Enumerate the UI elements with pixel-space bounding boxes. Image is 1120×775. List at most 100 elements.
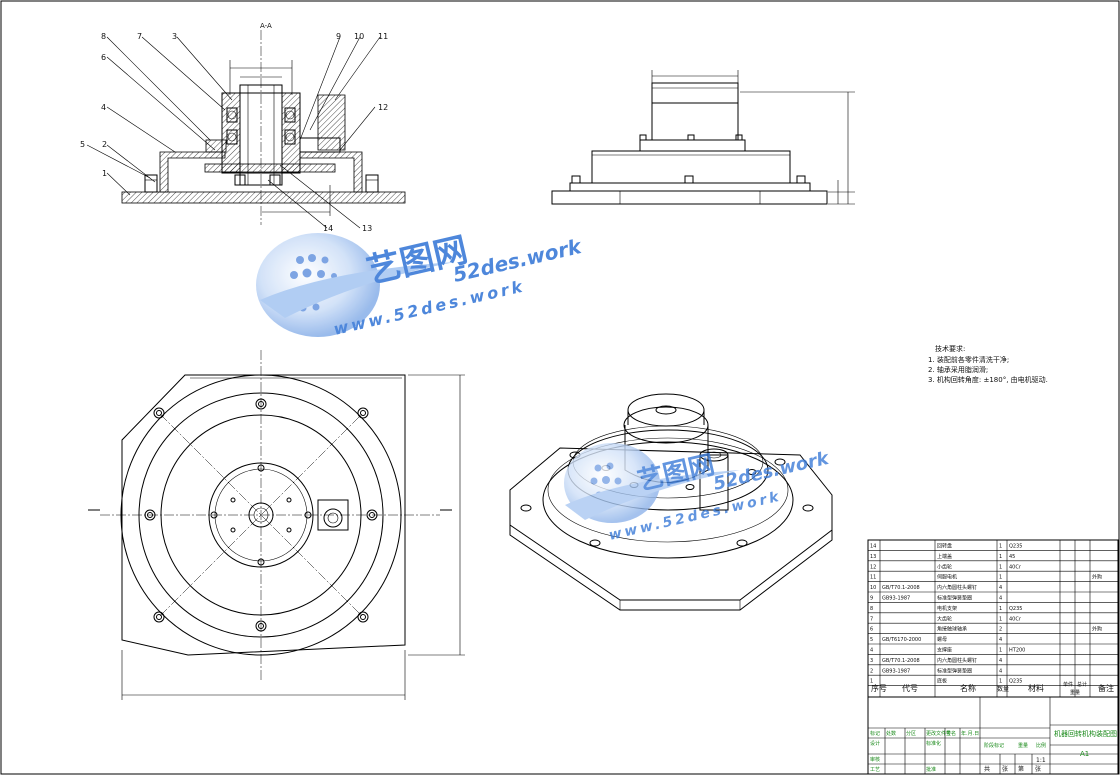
tb-weight: 重量 [1018,742,1028,749]
bom-cell-code: GB/T6170-2000 [882,637,921,643]
bom-cell-no: 5 [870,637,873,643]
bom-cell-material: Q235 [1009,544,1022,550]
bom-cell-name: 内六角圆柱头螺钉 [937,657,977,664]
bom-cell-material: 40Cr [1009,616,1022,622]
bom-cell-no: 14 [870,544,876,550]
tb-no-label: 第 [1018,765,1024,773]
tb-review: 审核 [870,756,880,763]
bom-cell-no: 12 [870,564,876,570]
balloon-4: 4 [101,103,106,112]
bom-cell-name: 上端盖 [937,553,952,560]
bom-cell-note: 外购 [1092,626,1102,633]
tb-stage: 阶段标记 [984,742,1004,749]
tb-sheet-label-2: 张 [1035,765,1041,773]
bom-cell-qty: 1 [999,648,1002,654]
technical-requirements: 技术要求: 1. 装配前各零件清洗干净; 2. 轴承采用脂润滑; 3. 机构回转… [928,344,1048,384]
bom-cell-name: 伺服电机 [937,574,957,581]
bom-header-qty: 数量 [997,685,1009,693]
bom-cell-name: 电机支架 [937,605,957,612]
sheet-size: A1 [1080,750,1089,758]
bom-cell-no: 10 [870,585,876,591]
tb-standardize: 标准化 [926,740,941,747]
bom-cell-qty: 1 [999,564,1002,570]
bom-header-name: 名称 [960,683,976,693]
bom-header-total: 总计 [1077,681,1087,688]
tb-total-label: 共 [984,765,990,773]
bom-cell-qty: 1 [999,554,1002,560]
tb-process: 工艺 [870,767,880,773]
title-block: 标记 处数 分区 更改文件号 签名 年.月.日 设计 标准化 审核 阶段标记 重… [867,696,1119,775]
bom-cell-qty: 4 [999,585,1002,591]
bom-row: 9 GB93-1987 标准型弹簧垫圈 4 [870,595,1002,602]
tech-req-item-1: 1. 装配前各零件清洗干净; [928,355,1009,364]
bom-cell-material: 45 [1009,554,1015,560]
bom-header-code: 代号 [902,683,918,693]
motor-bracket-section [317,94,346,151]
bom-header-note: 备注 [1098,683,1114,693]
balloon-6: 6 [101,53,106,62]
tb-date: 年.月.日 [961,730,979,737]
tb-sheet-label: 张 [1002,765,1008,773]
watermark-url-2: 52des.work [711,448,831,495]
front-view [551,70,855,205]
motor-iso [699,454,729,511]
tb-approve: 批准 [926,766,936,773]
bom-cell-qty: 4 [999,668,1002,674]
bom-cell-no: 1 [870,679,873,685]
bom-row: 5 GB/T6170-2000 螺母 4 [870,636,1002,643]
tech-req-heading: 技术要求: [935,344,965,353]
bom-cell-name: 角接触球轴承 [937,626,967,633]
balloon-7: 7 [137,32,142,41]
isometric-view [509,393,833,611]
bom-cell-no: 13 [870,554,876,560]
drawing-title: 机器回转机构装配图 [1054,729,1117,738]
tb-scale-label: 比例 [1036,742,1046,749]
tb-scale-value: 1:1 [1036,757,1046,764]
bom-cell-no: 6 [870,627,873,633]
bom-row: 4 支撑座 1 HT200 [870,647,1025,654]
bom-cell-code: GB93-1987 [882,596,910,602]
bom-cell-code: GB/T70.1-2008 [882,585,920,591]
bom-cell-code: GB93-1987 [882,668,910,674]
bom-cell-material: 40Cr [1009,564,1022,570]
bom-cell-name: 标准型弹簧垫圈 [937,595,972,602]
bom-cell-no: 4 [870,648,873,654]
rotary-disc-section [204,163,336,173]
tech-req-item-3: 3. 机构回转角度: ±180°, 由电机驱动. [928,375,1048,384]
bom-header-weight: 重量 [1070,689,1080,696]
balloon-3: 3 [172,32,177,41]
bom-cell-name: 标准型弹簧垫圈 [937,667,972,674]
balloon-14: 14 [323,224,333,233]
watermark-upper: 艺图网 52des.work www.52des.work [256,230,585,339]
tb-change-doc: 更改文件号 [926,730,951,737]
bom-cell-qty: 1 [999,679,1002,685]
bom-cell-material: Q235 [1009,679,1022,685]
balloon-5: 5 [80,140,85,149]
bom-cell-qty: 4 [999,596,1002,602]
balloon-9: 9 [336,32,341,41]
bom-cell-qty: 4 [999,637,1002,643]
bom-header: 序号 代号 名称 数量 材料 单件 总计 重量 备注 [871,681,1114,696]
bom-cell-name: 螺母 [937,636,947,643]
bom-cell-name: 内六角圆柱头螺钉 [937,584,977,591]
bom-cell-qty: 1 [999,544,1002,550]
bom-cell-name: 小齿轮 [937,563,952,570]
bom-cell-material: HT200 [1009,648,1025,654]
watermark-lower: 艺图网 52des.work www.52des.work [564,443,832,544]
balloon-2: 2 [102,140,107,149]
bom-cell-no: 9 [870,596,873,602]
balloon-10: 10 [354,32,364,41]
base-plate-section [121,191,406,204]
balloon-11: 11 [378,32,388,41]
bom-cell-no: 3 [870,658,873,664]
bom-cell-name: 支撑座 [937,647,952,654]
